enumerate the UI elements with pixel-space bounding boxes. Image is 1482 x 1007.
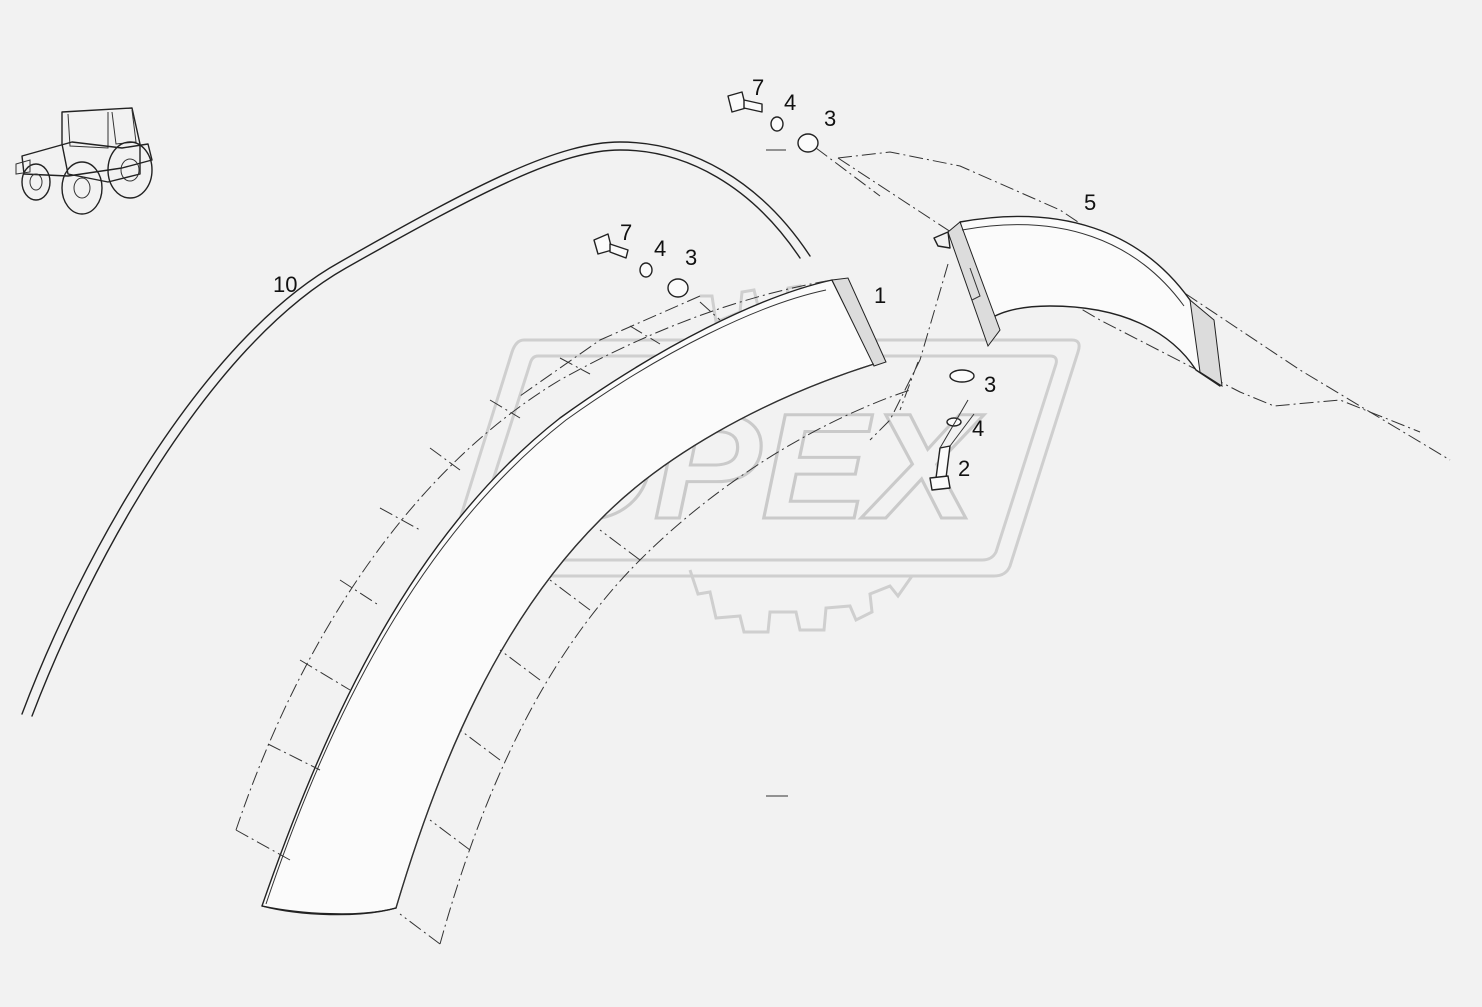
- callout-4-lower: 4: [972, 416, 984, 441]
- bracket-ghost: [869, 263, 949, 441]
- callout-3-middle: 3: [685, 245, 697, 270]
- callout-5: 5: [1084, 190, 1096, 215]
- watermark-frame-inner: [468, 354, 1058, 562]
- flat-washer-3-middle: [667, 278, 689, 298]
- part-10-trim-strip: [21, 141, 811, 715]
- callout-labels: 7 4 3 5 7 4 3 10 1 3 4 2: [273, 75, 1096, 481]
- part-1-fender: [261, 277, 887, 916]
- flat-washer-3-upper: [797, 133, 819, 153]
- callout-3-lower: 3: [984, 372, 996, 397]
- hardware-set-middle: [593, 233, 689, 298]
- flat-washer-3-lower: [949, 369, 975, 383]
- callout-7-middle: 7: [620, 220, 632, 245]
- tractor-icon: [15, 107, 153, 215]
- hardware-set-lower: [929, 369, 975, 491]
- lock-washer-4-middle: [639, 262, 653, 278]
- lock-washer-4-lower: [946, 417, 962, 427]
- lock-washer-4-upper: [770, 116, 784, 132]
- part-5-fender-extension: [837, 151, 1451, 461]
- callout-2: 2: [958, 456, 970, 481]
- callout-3-upper: 3: [824, 106, 836, 131]
- watermark-frame-outer: [443, 338, 1081, 578]
- hardware-set-upper: [727, 91, 881, 197]
- leader-lines: [939, 399, 975, 449]
- callout-4-upper: 4: [784, 90, 796, 115]
- callout-1: 1: [874, 283, 886, 308]
- part-1-ghost-outline: [235, 279, 911, 945]
- callout-10: 10: [273, 272, 297, 297]
- callout-4-middle: 4: [654, 236, 666, 261]
- callout-7-upper: 7: [752, 75, 764, 100]
